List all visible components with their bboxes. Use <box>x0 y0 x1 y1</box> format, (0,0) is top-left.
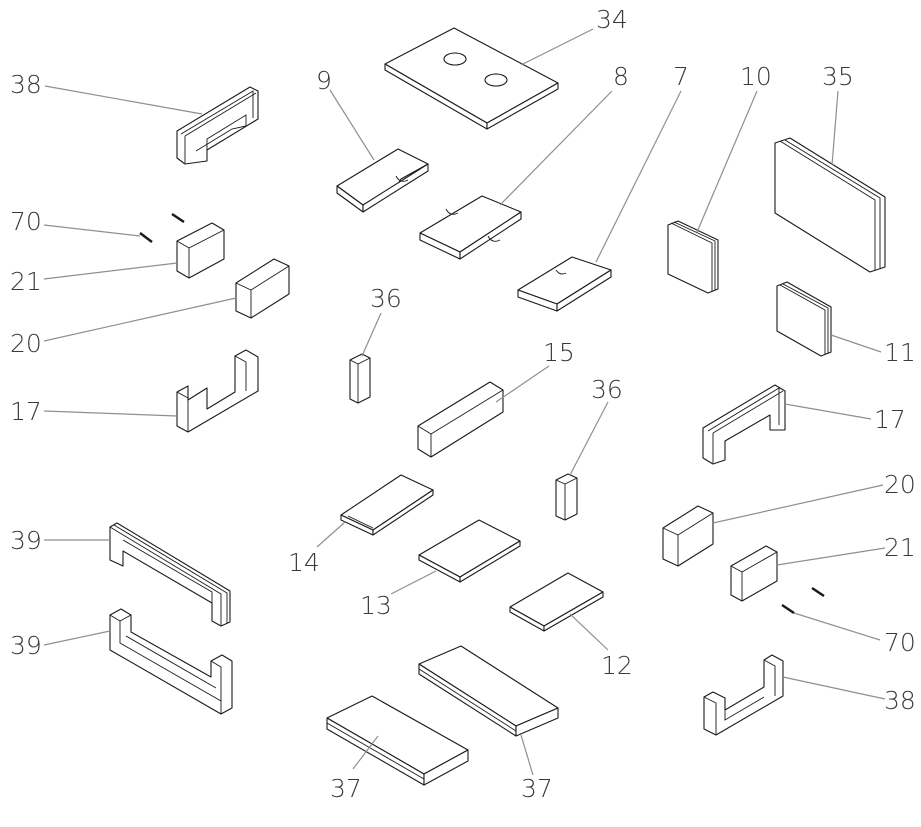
callout-36-right: 36 <box>591 375 623 404</box>
leader-10 <box>696 90 758 233</box>
leader-38-top <box>44 85 203 115</box>
leader-35 <box>831 90 839 166</box>
part-38-lower-frame <box>703 654 784 736</box>
leader-12 <box>569 613 609 651</box>
part-39-lower-frame <box>109 608 233 715</box>
callout-14: 14 <box>288 548 320 577</box>
callout-8: 8 <box>613 62 629 91</box>
part-70-right-pins <box>781 586 825 615</box>
leader-9 <box>329 89 375 161</box>
part-10-stacked-plate <box>667 220 719 294</box>
part-21-right-block <box>730 545 778 602</box>
leader-13 <box>390 570 437 595</box>
leader-36-right <box>569 401 609 476</box>
part-17-right-bracket <box>702 384 786 465</box>
leader-11 <box>830 334 882 353</box>
callout-11: 11 <box>884 338 916 367</box>
leader-17-left <box>43 410 178 417</box>
part-37-left-plate <box>326 695 469 786</box>
callout-36-left: 36 <box>370 284 402 313</box>
leader-15 <box>495 365 550 403</box>
callout-21-left: 21 <box>10 267 42 296</box>
callout-labels: 38 34 9 8 7 10 35 70 21 20 36 15 11 17 3… <box>10 5 916 803</box>
leader-17-right <box>784 403 872 420</box>
leader-20-left <box>43 297 237 342</box>
part-8-notched-plate <box>419 195 522 260</box>
part-9-notched-plate <box>336 148 429 213</box>
part-34-top-plate <box>384 27 559 130</box>
leader-39-bottom <box>43 630 111 646</box>
part-14-stacked-plate <box>340 474 434 536</box>
callout-38-bottom: 38 <box>884 686 916 715</box>
leader-21-right <box>776 547 886 566</box>
callout-70-left: 70 <box>10 207 42 236</box>
part-20-right-block <box>662 505 714 567</box>
callout-35: 35 <box>822 62 854 91</box>
callout-17-left: 17 <box>10 397 42 426</box>
callout-70-right: 70 <box>884 628 916 657</box>
leader-38-bottom <box>782 676 886 700</box>
part-36-left-bar <box>349 353 371 404</box>
callout-13: 13 <box>360 591 392 620</box>
callout-9: 9 <box>316 66 332 95</box>
part-36-right-bar <box>555 473 578 521</box>
leader-7 <box>595 90 682 263</box>
callout-15: 15 <box>543 338 575 367</box>
callout-39-bottom: 39 <box>10 631 42 660</box>
part-15-long-block <box>417 381 504 458</box>
leader-8 <box>499 90 613 206</box>
callout-37-right: 37 <box>521 774 553 803</box>
part-7-plate <box>517 256 612 312</box>
leader-70-left <box>43 224 141 237</box>
leader-70-right <box>793 612 881 641</box>
part-13-plate <box>418 519 521 583</box>
leader-lines <box>43 28 886 776</box>
part-37-right-plate <box>418 645 559 737</box>
callout-34: 34 <box>596 5 628 34</box>
part-39-upper-frame <box>109 522 231 627</box>
callout-39-top: 39 <box>10 526 42 555</box>
callout-20-right: 20 <box>884 470 916 499</box>
leader-14 <box>316 521 346 548</box>
callout-38-top: 38 <box>10 70 42 99</box>
part-35-large-stacked-plate <box>774 137 886 273</box>
leader-37-right <box>520 734 534 776</box>
part-11-stacked-plate <box>776 281 832 357</box>
leader-37-left <box>352 735 379 770</box>
part-21-left-block <box>176 222 225 279</box>
callout-20-left: 20 <box>10 329 42 358</box>
leader-34 <box>520 28 594 66</box>
leader-36-left <box>361 312 382 357</box>
part-12-plate <box>509 572 604 632</box>
callout-7: 7 <box>673 62 689 91</box>
leader-20-right <box>712 484 884 524</box>
callout-12: 12 <box>601 651 633 680</box>
callout-17-right: 17 <box>874 405 906 434</box>
part-20-left-block <box>235 258 290 319</box>
callout-10: 10 <box>740 62 772 91</box>
callout-37-left: 37 <box>330 774 362 803</box>
part-70-left-pins <box>139 212 185 243</box>
callout-21-right: 21 <box>884 533 916 562</box>
leader-21-left <box>43 262 178 280</box>
part-17-left-bracket <box>176 349 259 433</box>
part-38-upper-frame <box>176 86 259 165</box>
